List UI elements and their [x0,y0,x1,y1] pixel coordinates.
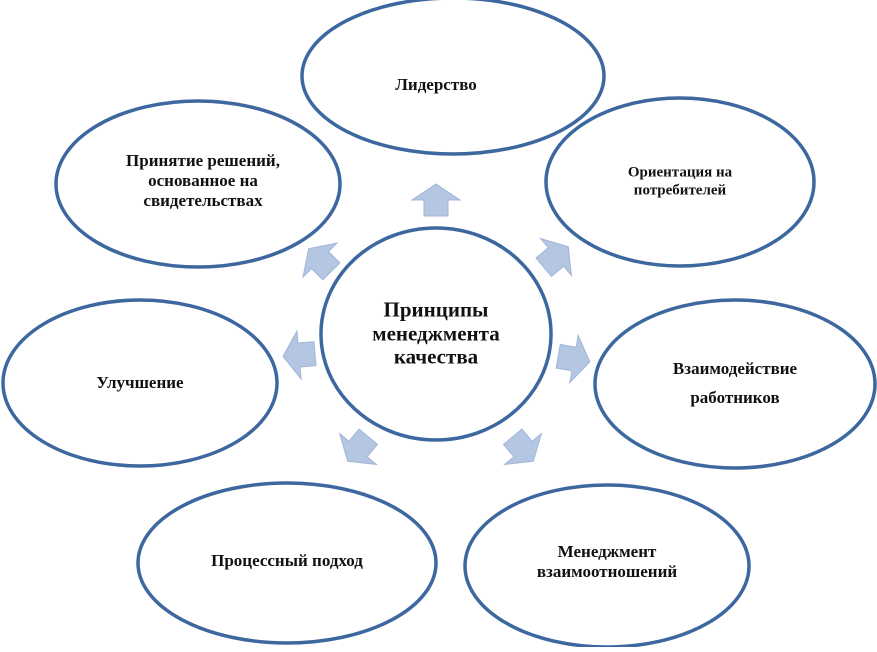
center-label-line: менеджмента [372,321,500,346]
node-label-line: свидетельствах [143,191,263,211]
node-label-evidence: Принятие решений, основанное на свидетел… [126,151,280,211]
center-label: Принципы менеджмента качества [372,297,500,370]
node-ellipse-evidence [54,99,342,269]
arrows-layer [282,183,591,466]
node-label-line: взаимоотношений [536,562,678,581]
node-ellipse-leadership [300,0,606,156]
arrow-to-improvement [282,329,317,381]
node-label-line: Лидерство [395,74,477,94]
node-label-line: Ориентация на [627,164,733,181]
center-circle [319,226,553,442]
node-label-engagement: Взаимодействие работников [673,355,797,413]
center-label-line: качества [393,344,479,369]
node-label-line: Процессный подход [211,550,363,570]
node-label-line: основанное на [148,170,258,190]
node-label-improvement: Улучшение [96,373,183,393]
node-label-line: Взаимодействие [672,359,798,379]
arrow-to-relationship [502,428,543,466]
node-label-line: Менеджмент [557,541,657,561]
node-label-line: работников [690,388,780,407]
node-label-relationship: Менеджмент взаимоотношений [537,542,677,582]
node-label-process: Процессный подход [211,551,363,571]
arrow-to-evidence [302,242,341,281]
node-label-leadership: Лидерство [395,75,477,95]
node-label-line: потребителей [633,182,727,198]
node-ellipse-customer-focus [544,96,816,268]
arrow-to-engagement [555,333,591,385]
arrow-to-leadership [410,183,462,217]
arrow-to-customer-focus [535,237,573,278]
node-label-customer-focus: Ориентация на потребителей [628,164,732,199]
node-ellipse-improvement [1,298,279,468]
node-ellipse-engagement [593,298,877,470]
node-label-line: Улучшение [96,372,184,392]
node-ellipse-process [136,481,438,645]
center-label-line: Принципы [383,297,489,322]
arrow-to-process [338,428,379,466]
node-label-line: Принятие решений, [126,150,280,170]
